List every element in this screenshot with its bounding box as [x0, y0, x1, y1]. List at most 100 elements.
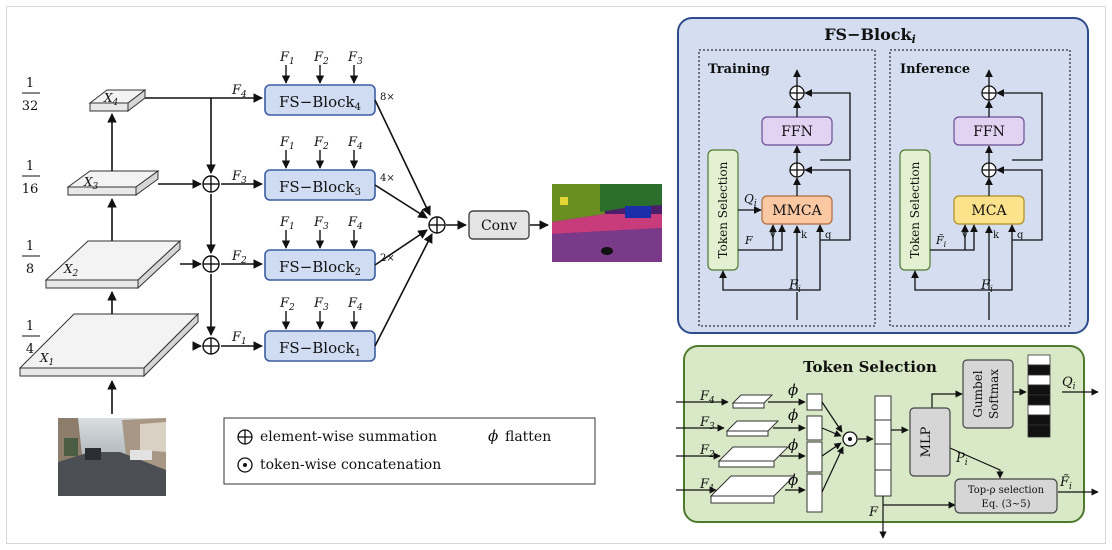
scale-label-1-4: 1 4 [22, 319, 40, 357]
ts-input-label: F1 [699, 477, 715, 494]
svg-text:X1: X1 [39, 351, 54, 368]
scale-den: 16 [22, 182, 39, 197]
svg-text:q: q [825, 230, 832, 241]
upsample-label: 4× [380, 173, 395, 184]
svg-text:Token Selection: Token Selection [908, 161, 922, 258]
ts-f-output: F [868, 505, 879, 520]
upsample-label: 2× [380, 253, 395, 264]
svg-text:MMCA: MMCA [772, 203, 822, 219]
legend-concat-text: token-wise concatenation [260, 457, 441, 473]
ts-mlp-block: MLP [909, 407, 951, 477]
legend: element-wise summation ϕ flatten token-w… [223, 417, 596, 485]
block-input-label: F1 [279, 215, 295, 232]
scale-num: 1 [26, 159, 34, 174]
ts-phi-labels: ϕ ϕ ϕ ϕ [788, 381, 798, 489]
scale-den: 4 [26, 342, 34, 357]
ts-p-output: Pi [955, 451, 968, 468]
fs-block-2: FS−Block2 2× [264, 249, 395, 281]
svg-text:X4: X4 [103, 91, 119, 108]
block-input-label: F4 [347, 135, 363, 152]
fusion-arrows [374, 99, 549, 347]
svg-text:Inference: Inference [900, 62, 970, 77]
fs-block-4: FS−Block4 8× [264, 84, 395, 116]
svg-text:Token Selection: Token Selection [803, 358, 937, 376]
block-input-label: F3 [313, 215, 329, 232]
ts-slabs [709, 394, 796, 504]
svg-text:FS−Block2: FS−Block2 [279, 258, 361, 278]
svg-text:ϕ: ϕ [788, 471, 798, 489]
svg-text:FS−Block1: FS−Block1 [279, 339, 361, 359]
svg-text:FS−Block4: FS−Block4 [279, 93, 361, 113]
block-input-label: F2 [279, 296, 295, 313]
sum-nodes [202, 175, 220, 355]
svg-text:FS−Block3: FS−Block3 [279, 178, 361, 198]
training-subpanel: Training Token Selection MMCA FFN [698, 49, 876, 327]
svg-text:Fi: Fi [980, 278, 993, 295]
conv-block: Conv [468, 210, 530, 240]
feature-map-x1: X1 [18, 312, 200, 378]
svg-text:X3: X3 [83, 175, 99, 192]
inference-subpanel: Inference Token Selection MCA FFN [889, 49, 1071, 327]
fs-block-detail-panel: FS−Blocki Training Token Selection MMCA … [677, 17, 1089, 334]
svg-text:Conv: Conv [481, 218, 517, 234]
sum-node-1 [202, 337, 220, 355]
token-selection-box [899, 149, 931, 271]
block-input-label: F2 [313, 50, 329, 67]
block-input-label: F1 [279, 135, 295, 152]
block-input-label: F3 [313, 296, 329, 313]
stream-label-f2: F2 [231, 249, 247, 266]
svg-text:v: v [769, 230, 776, 241]
ts-f-tilde-output: F̃i [1059, 474, 1072, 492]
svg-text:X2: X2 [63, 262, 79, 279]
svg-text:MLP: MLP [919, 426, 934, 457]
scale-label-1-16: 1 16 [22, 159, 40, 197]
block-input-label: F4 [347, 296, 363, 313]
segmentation-output [552, 184, 662, 262]
svg-text:k: k [801, 230, 808, 241]
svg-text:ϕ: ϕ [788, 436, 798, 454]
svg-text:Token Selection: Token Selection [716, 161, 730, 258]
ts-flatten-arrows [768, 398, 806, 494]
feature-map-x3: X3 [66, 170, 160, 196]
stream-label-f4: F4 [231, 83, 247, 100]
ts-input-label: F2 [699, 443, 715, 460]
ts-mask-column [1027, 354, 1051, 438]
scale-num: 1 [26, 239, 34, 254]
ts-concat-node [842, 431, 858, 447]
legend-flatten-symbol: ϕ [488, 427, 498, 445]
svg-text:Fi: Fi [788, 278, 801, 295]
scale-den: 8 [26, 262, 34, 277]
svg-text:Gumbel: Gumbel [971, 370, 985, 417]
sum-node-2 [202, 255, 220, 273]
svg-text:q: q [1017, 230, 1024, 241]
svg-text:FFN: FFN [781, 124, 813, 140]
stream-label-f3: F3 [231, 169, 247, 186]
fs-block-1: FS−Block1 [264, 330, 376, 362]
ts-flattened-tokens [806, 393, 823, 513]
ts-input-label: F4 [699, 389, 715, 406]
svg-text:F̃i: F̃i [935, 234, 947, 249]
lateral-connections [145, 93, 263, 351]
ts-input-label: F3 [699, 415, 715, 432]
ts-token-column [874, 395, 892, 497]
ts-top-rho-block: Top-ρ selection Eq. (3~5) [954, 478, 1058, 514]
fs-block-3: FS−Block3 4× [264, 169, 395, 201]
ts-gumbel-softmax-block: Gumbel Softmax [962, 359, 1014, 429]
legend-flatten-text: flatten [505, 429, 551, 445]
block-input-label: F4 [347, 215, 363, 232]
legend-sum-text: element-wise summation [260, 429, 437, 445]
svg-text:Softmax: Softmax [987, 369, 1001, 419]
input-image [58, 418, 166, 496]
svg-text:Top-ρ selection: Top-ρ selection [968, 485, 1045, 496]
scale-den: 32 [22, 99, 39, 114]
feature-map-x2: X2 [44, 239, 182, 290]
ts-q-output: Qi [1062, 375, 1076, 392]
svg-text:Training: Training [708, 62, 770, 77]
svg-text:k: k [993, 230, 1000, 241]
svg-text:FFN: FFN [973, 124, 1005, 140]
svg-text:Eq. (3~5): Eq. (3~5) [982, 499, 1031, 510]
svg-text:F: F [744, 234, 753, 247]
